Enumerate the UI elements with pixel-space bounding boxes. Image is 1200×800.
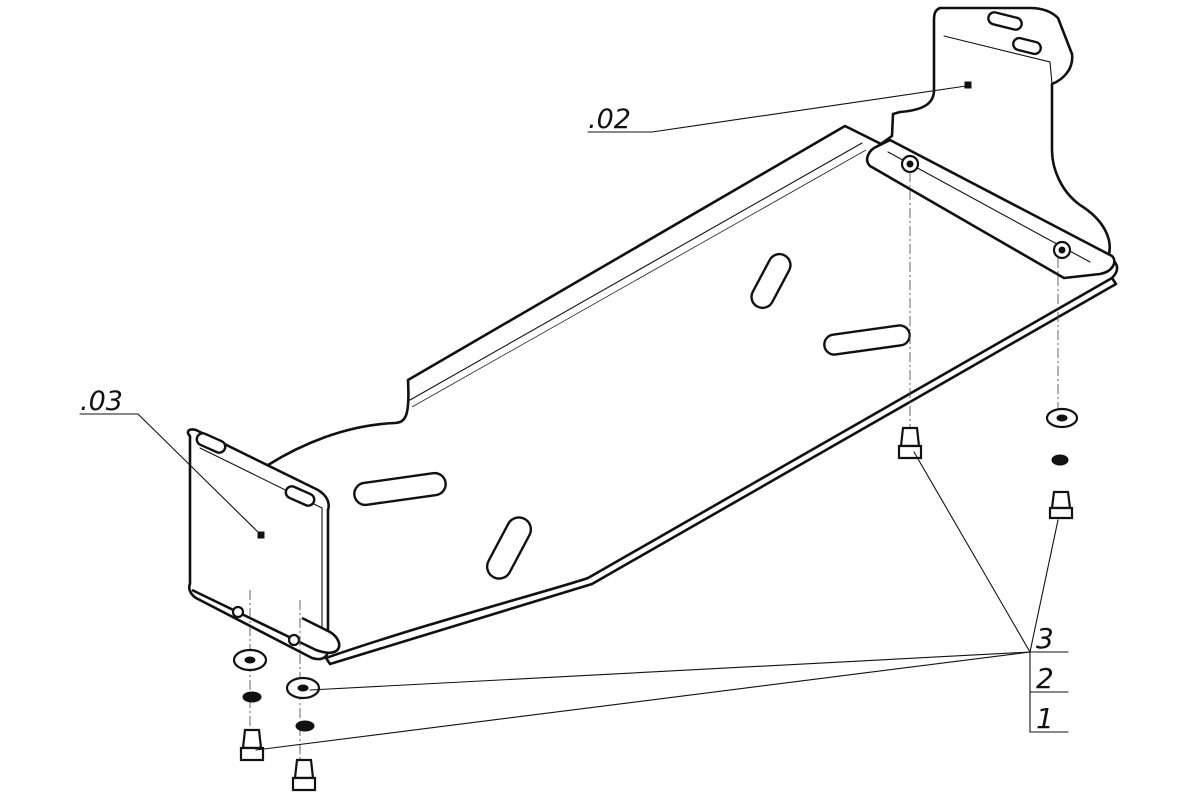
- position-1: 1: [1036, 702, 1054, 735]
- position-2: 2: [1036, 662, 1054, 695]
- rear-bracket: [865, 6, 1116, 280]
- front-bracket: [186, 428, 341, 661]
- leader-lines: [79, 85, 1069, 751]
- plate-slot: [750, 252, 792, 310]
- callout-part-02: .02: [588, 104, 631, 135]
- plate-slot: [353, 471, 447, 507]
- position-3: 3: [1036, 622, 1054, 655]
- skid-plate: [266, 124, 1119, 666]
- hardware: [232, 407, 1079, 792]
- callout-part-03: .03: [80, 386, 123, 417]
- plate-slot: [485, 516, 533, 580]
